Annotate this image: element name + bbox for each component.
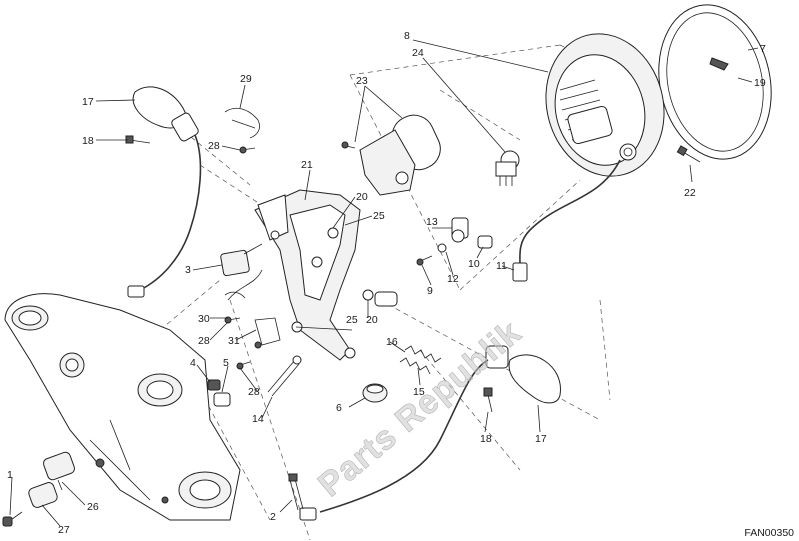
label-10: 10 [468,258,480,270]
label-25-upper: 25 [373,210,385,222]
headlight-bracket [254,189,398,361]
screw-28-mid [224,316,241,324]
headlight-assembly [495,4,772,282]
label-20-upper: 20 [356,191,368,203]
label-31: 31 [228,335,240,347]
triple-clamp [4,293,241,521]
label-23: 23 [356,75,368,87]
label-28-top: 28 [208,140,220,152]
bolt-1 [2,511,23,527]
label-1: 1 [7,469,13,481]
relay-3 [220,243,263,277]
label-30: 30 [198,313,210,325]
label-25-lower: 25 [346,314,358,326]
spacer-5 [213,392,231,407]
headlight-bulb [495,150,520,186]
label-11: 11 [496,260,507,272]
rim-clip [709,57,729,71]
label-20-lower: 20 [366,314,378,326]
label-16: 16 [386,336,398,348]
label-4: 4 [190,357,196,369]
screw-18-lower [483,387,493,413]
label-18-upper: 18 [82,135,94,147]
label-15: 15 [413,386,425,398]
label-29: 29 [240,73,252,85]
bolt-14 [267,355,302,397]
label-22: 22 [684,187,696,199]
figure-code: FAN00350 [744,527,794,539]
label-13: 13 [426,216,438,228]
turn-signal-lower [299,345,561,521]
label-18-lower: 18 [480,433,492,445]
label-26: 26 [87,501,99,513]
spring-16 [399,345,442,375]
rubber-mount-20 [311,227,339,268]
bracket-31 [254,317,281,349]
screw-9 [416,258,424,266]
headlight-connector [512,262,528,282]
label-8: 8 [404,30,410,42]
clip-29 [224,107,260,139]
ignition-switch [28,451,76,508]
label-27: 27 [58,524,70,536]
label-5: 5 [223,357,229,369]
part-number-labels: 17 18 29 28 21 20 25 3 23 8 24 7 19 22 1… [7,30,766,536]
headlight-wire [519,159,621,266]
nut-4 [207,379,221,391]
turn-signal-upper [125,86,202,298]
spacer-10 [477,235,493,249]
washer-12 [437,243,447,253]
label-2: 2 [270,511,276,523]
label-12: 12 [447,273,459,285]
label-19: 19 [754,77,766,89]
label-28-mid: 28 [198,335,210,347]
screw-2 [288,473,304,511]
label-3: 3 [185,264,191,276]
label-7: 7 [760,43,766,55]
label-9: 9 [427,285,433,297]
label-14: 14 [252,413,264,425]
label-21: 21 [301,159,313,171]
screw-28-low [236,361,251,370]
gasket-and-cover [341,114,441,196]
label-6: 6 [336,402,342,414]
label-28-low: 28 [248,386,260,398]
screw-18-upper [125,135,151,144]
label-24: 24 [412,47,424,59]
screw-22 [676,145,701,163]
label-17-upper: 17 [82,96,94,108]
leader-lines [9,39,759,527]
grommet-6 [362,383,388,403]
label-17-lower: 17 [535,433,547,445]
screw-28-top [239,146,256,154]
spring-clip-30 [224,269,263,301]
